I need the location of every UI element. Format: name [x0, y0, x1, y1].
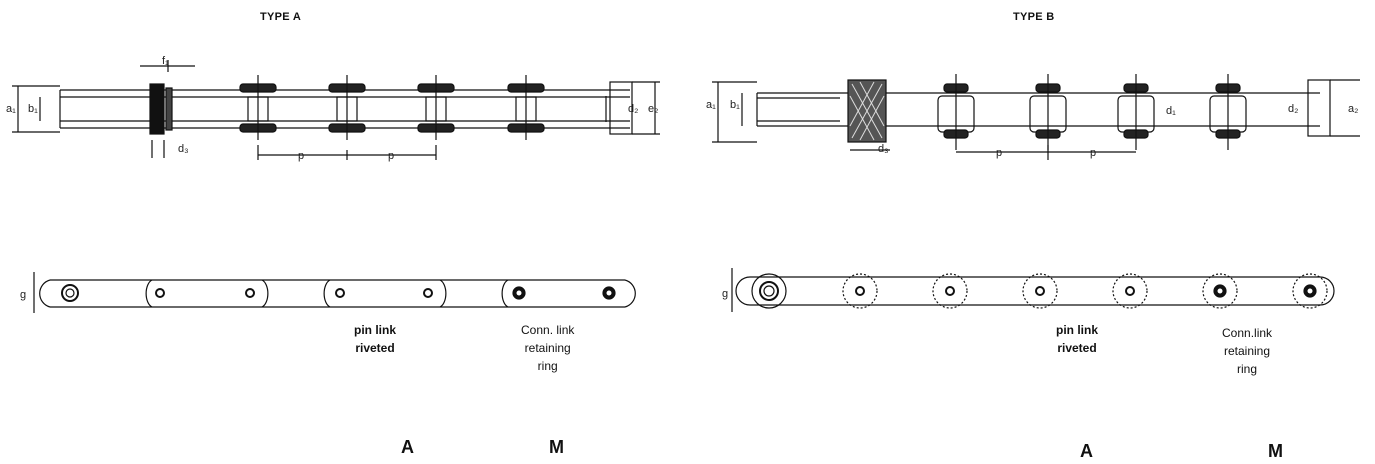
type-b-dim-b1: b₁ [730, 99, 740, 111]
type-a-pin-note: pin link riveted [354, 321, 396, 357]
type-b-dim-d3: d₃ [878, 143, 889, 155]
type-b-top-view [712, 74, 1360, 160]
type-b-dim-d2: d₂ [1288, 103, 1298, 115]
type-b-conn-note: Conn.link retaining ring [1222, 324, 1272, 378]
type-a-dim-f1: f₁ [162, 55, 169, 67]
type-a-conn-note-line1: Conn. link [521, 323, 575, 337]
type-b-pin-note-line1: pin link [1056, 323, 1098, 337]
type-a-dim-b1: b₁ [28, 103, 38, 115]
type-a-dim-g: g [20, 289, 26, 301]
type-a-side-view [33, 272, 636, 313]
type-b-conn-note-line1: Conn.link [1222, 326, 1273, 340]
type-a-dim-d2: d₂ [628, 103, 638, 115]
type-a-label-m: M [549, 437, 564, 457]
type-a-pin-note-line1: pin link [354, 323, 396, 337]
type-a-title: TYPE A [260, 11, 302, 23]
type-b-label-a: A [1080, 441, 1093, 461]
type-a-conn-note-line2: retaining [524, 341, 571, 355]
type-a-dim-p1: p [298, 150, 304, 162]
type-a-dim-p2: p [388, 150, 394, 162]
type-b-dim-p2: p [1090, 147, 1096, 159]
type-b-dim-d1: d₁ [1166, 105, 1176, 117]
type-b-title: TYPE B [1013, 11, 1055, 23]
type-a-pin-note-line2: riveted [355, 341, 395, 355]
type-b-conn-note-line2: retaining [1224, 344, 1271, 358]
type-a-top-view [12, 60, 660, 160]
type-b-side-view [731, 268, 1335, 312]
type-b-dim-a1: a₁ [706, 99, 716, 111]
type-b-dim-g: g [722, 288, 728, 300]
type-b-dim-a2: a₂ [1348, 103, 1358, 115]
type-a-connector [149, 83, 165, 135]
type-a-dim-e2: e₂ [648, 103, 658, 115]
type-b-pin-note: pin link riveted [1056, 321, 1098, 357]
type-b-label-m: M [1268, 441, 1283, 461]
type-a-conn-note-line3: ring [537, 359, 558, 373]
type-b-conn-note-line3: ring [1237, 362, 1258, 376]
type-a-conn-note: Conn. link retaining ring [521, 321, 574, 375]
type-a-dim-d3: d₃ [178, 143, 189, 155]
type-a-dim-a1: a₁ [6, 103, 16, 115]
type-a-label-a: A [401, 437, 414, 457]
type-b-dim-p1: p [996, 147, 1002, 159]
type-b-pin-note-line2: riveted [1057, 341, 1097, 355]
